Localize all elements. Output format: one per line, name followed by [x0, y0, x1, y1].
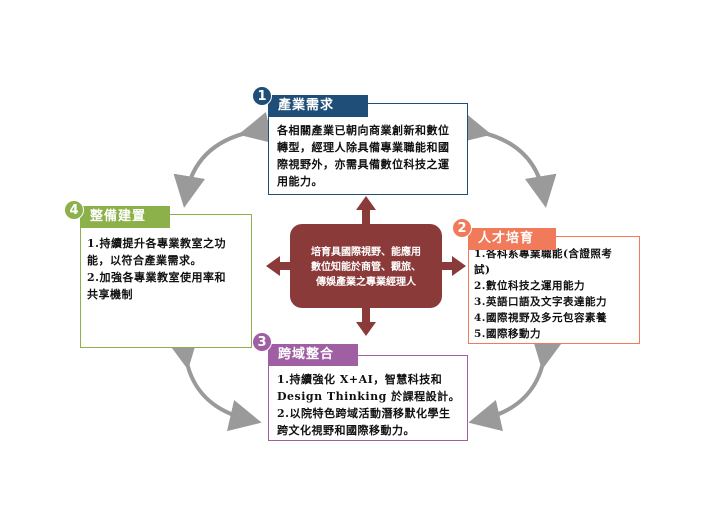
equipment-setup-title: 整備建置 [80, 206, 170, 228]
text-line: 轉型，經理人除具備專業職能和國 [277, 141, 450, 154]
center-text: 培育具國際視野、能應用 數位知能於商管、觀旅、 傳娛產業之專業經理人 [296, 245, 436, 290]
text-line: Design Thinking 於課程設計。 [277, 390, 461, 403]
number-badge-2: 2 [452, 218, 472, 238]
talent-cultivation-text: 1.各科系專業職能(含證照考 試) 2.數位科技之運用能力 3.英語口語及文字表… [474, 246, 639, 342]
number-badge-1: 1 [252, 86, 272, 106]
arrow-up [356, 196, 376, 224]
center-line: 傳娛產業之專業經理人 [316, 277, 416, 288]
text-line: 2.數位科技之運用能力 [474, 280, 585, 292]
cycle-arrow-bottom-right [468, 335, 564, 432]
equipment-setup-box: 1.持續提升各專業教室之功 能，以符合產業需求。 2.加強各專業教室使用率和 共… [80, 214, 252, 348]
text-line: 2.以院特色跨域活動潛移默化學生 [277, 407, 451, 420]
cycle-arrow-bottom-left [166, 335, 262, 432]
arrow-down [356, 308, 376, 336]
center-box [290, 224, 442, 308]
arrow-right [440, 256, 466, 276]
text-line: 1.持續提升各專業教室之功 [87, 237, 226, 250]
text-line: 3.英語口語及文字表達能力 [474, 296, 607, 308]
number-badge-4: 4 [64, 200, 84, 220]
text-line: 能，以符合產業需求。 [87, 254, 202, 267]
text-line: 5.國際移動力 [474, 328, 541, 340]
cycle-arrow-top-left [173, 111, 274, 208]
text-line: 用能力。 [277, 175, 323, 188]
industry-demand-text: 各相關產業已朝向商業創新和數位 轉型，經理人除具備專業職能和國 際視野外，亦需具… [277, 122, 467, 190]
text-line: 2.加強各專業教室使用率和 [87, 271, 226, 284]
cross-domain-box: 1.持續強化 X+AI，智慧科技和 Design Thinking 於課程設計。… [268, 355, 468, 441]
cross-domain-title: 跨域整合 [268, 344, 358, 366]
industry-demand-box: 各相關產業已朝向商業創新和數位 轉型，經理人除具備專業職能和國 際視野外，亦需具… [268, 103, 468, 195]
cycle-arrow-top-right [456, 111, 557, 208]
text-line: 1.各科系專業職能(含證照考 [474, 248, 613, 260]
arrow-left [266, 256, 292, 276]
text-line: 1.持續強化 X+AI，智慧科技和 [277, 373, 443, 386]
center-line: 數位知能於商管、觀旅、 [311, 262, 421, 273]
talent-cultivation-title: 人才培育 [468, 228, 556, 250]
text-line: 共享機制 [87, 288, 133, 301]
text-line: 試) [474, 264, 491, 276]
industry-demand-title: 產業需求 [268, 95, 368, 117]
text-line: 際視野外，亦需具備數位科技之運 [277, 158, 450, 171]
talent-cultivation-box: 1.各科系專業職能(含證照考 試) 2.數位科技之運用能力 3.英語口語及文字表… [468, 236, 640, 344]
text-line: 4.國際視野及多元包容素養 [474, 312, 607, 324]
text-line: 各相關產業已朝向商業創新和數位 [277, 124, 450, 137]
center-line: 培育具國際視野、能應用 [311, 247, 421, 258]
text-line: 跨文化視野和國際移動力。 [277, 424, 415, 437]
cross-domain-text: 1.持續強化 X+AI，智慧科技和 Design Thinking 於課程設計。… [277, 371, 467, 439]
center-cross-arrows [266, 196, 466, 336]
number-badge-3: 3 [252, 332, 272, 352]
equipment-setup-text: 1.持續提升各專業教室之功 能，以符合產業需求。 2.加強各專業教室使用率和 共… [87, 235, 251, 303]
